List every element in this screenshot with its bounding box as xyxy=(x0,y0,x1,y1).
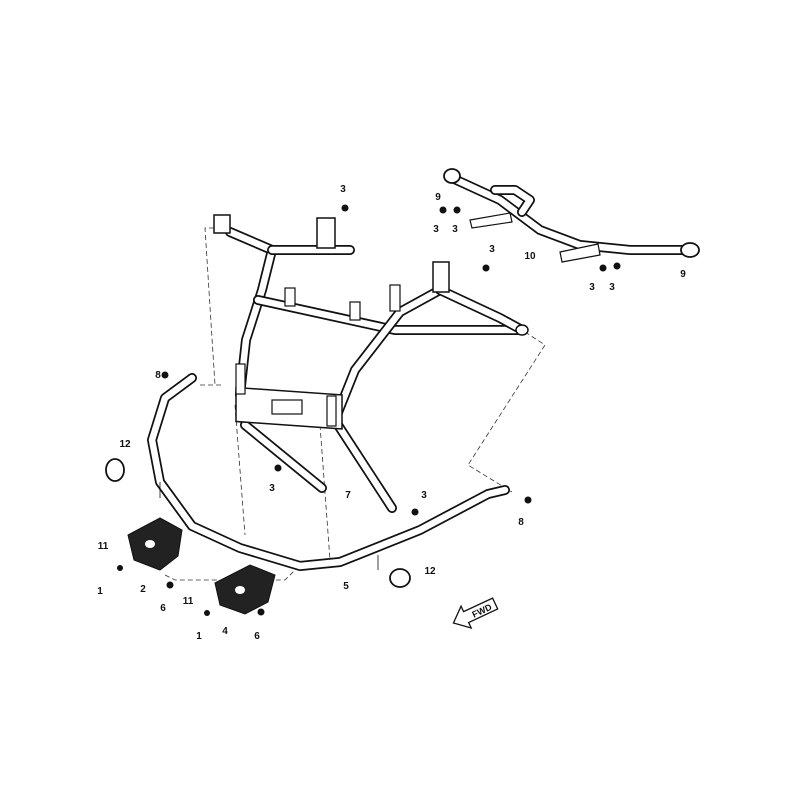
guard-hole xyxy=(235,586,245,594)
forward-direction-arrow: FWD xyxy=(452,597,499,629)
callout: 3 xyxy=(421,490,427,501)
callout: 8 xyxy=(155,370,161,381)
callout: 3 xyxy=(452,224,458,235)
callout: 6 xyxy=(160,603,166,614)
reflector-left[interactable] xyxy=(105,458,125,482)
callout: 12 xyxy=(119,439,131,450)
callout: 3 xyxy=(609,282,615,293)
callout: 3 xyxy=(269,483,275,494)
skid-guard-right[interactable] xyxy=(214,564,276,615)
callout: 2 xyxy=(140,584,146,595)
callout: 1 xyxy=(196,631,202,642)
callout: 3 xyxy=(489,244,495,255)
callout: 10 xyxy=(524,251,536,262)
front-bumper[interactable] xyxy=(147,373,510,571)
callout: 3 xyxy=(589,282,595,293)
callouts: 3 9 3 3 10 3 3 3 9 8 12 3 7 3 8 11 1 2 6… xyxy=(97,184,686,642)
callout: 11 xyxy=(98,541,109,552)
reflector-right[interactable] xyxy=(389,568,411,588)
callout: 9 xyxy=(680,269,686,280)
callout: 8 xyxy=(518,517,524,528)
callout: 5 xyxy=(343,581,349,592)
callout: 1 xyxy=(97,586,103,597)
upper-crossbar[interactable] xyxy=(443,168,700,263)
alignment-lines xyxy=(164,227,546,581)
callout: 6 xyxy=(254,631,260,642)
callout: 3 xyxy=(433,224,439,235)
callout: 12 xyxy=(424,566,436,577)
guard-hole xyxy=(145,540,155,548)
callout: 4 xyxy=(222,626,228,637)
callout: 3 xyxy=(340,184,346,195)
callout: 7 xyxy=(345,490,351,501)
main-frame[interactable] xyxy=(213,214,529,513)
bolts xyxy=(117,204,621,616)
callout: 9 xyxy=(435,192,441,203)
callout: 11 xyxy=(183,596,194,607)
